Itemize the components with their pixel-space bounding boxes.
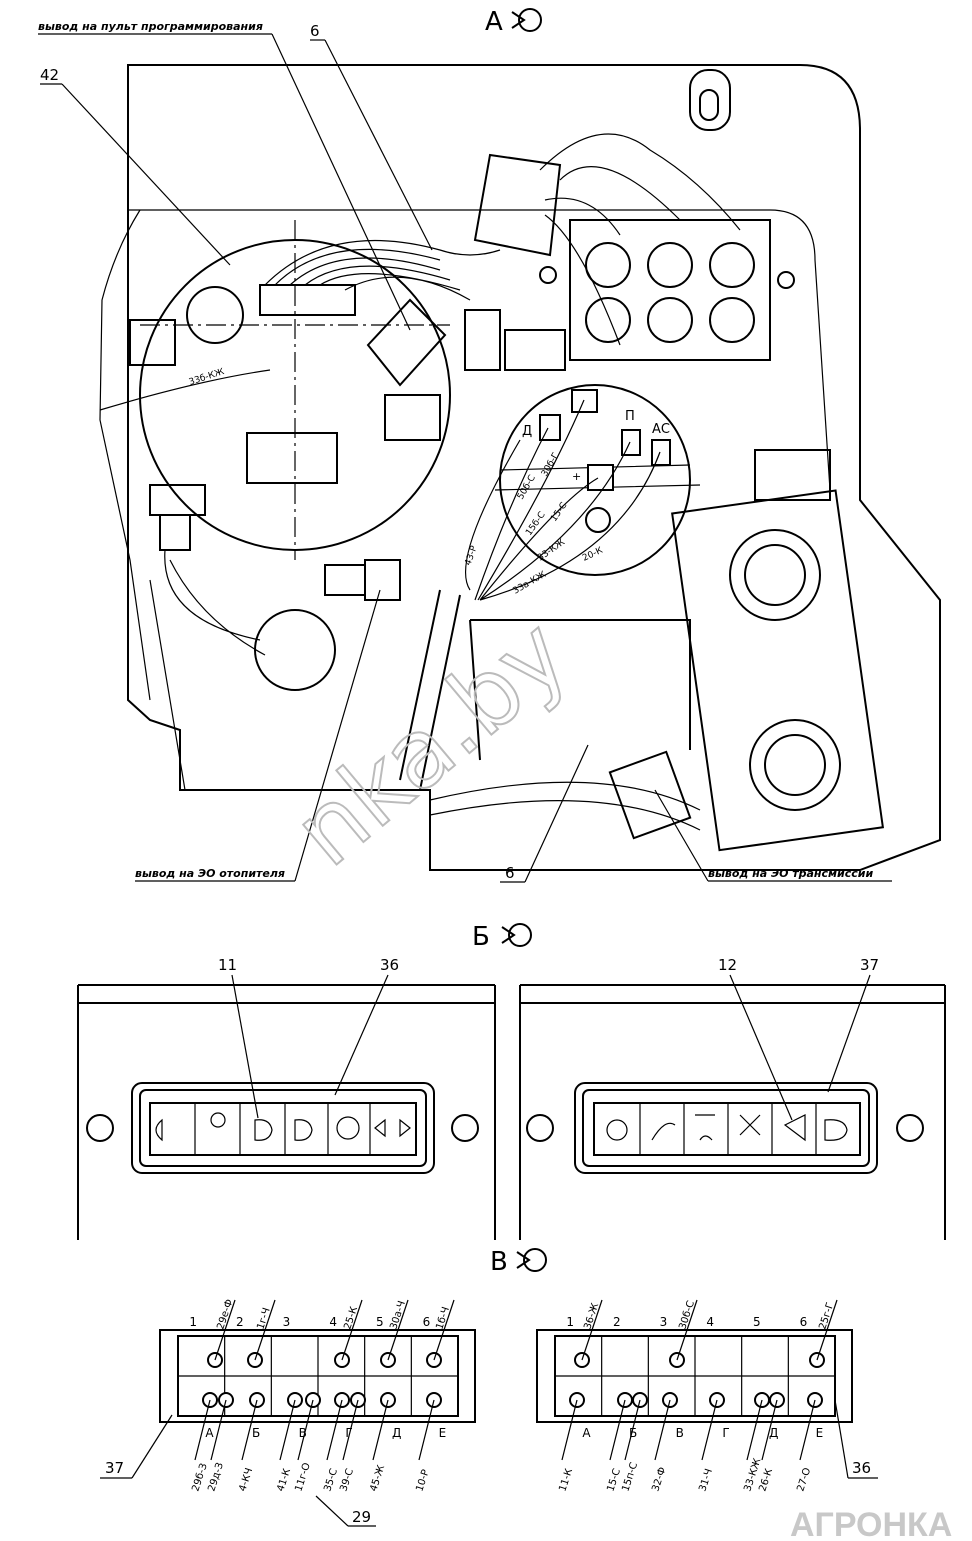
rotate-arrow-icon: [511, 8, 542, 32]
pin-number: 5: [753, 1315, 761, 1329]
wire-label: 31-Ч: [697, 1467, 715, 1492]
pin-letter: А: [582, 1426, 591, 1440]
label-programming: вывод на пульт программирования: [38, 20, 263, 33]
label-transmission: вывод на ЭО трансмиссии: [708, 867, 873, 880]
pin-letter: Г: [722, 1426, 729, 1440]
pin-number: 4: [706, 1315, 714, 1329]
pin-number: 2: [613, 1315, 621, 1329]
wire-label: 41-К: [275, 1467, 293, 1493]
pin-number: 1: [189, 1315, 197, 1329]
svg-text:АГРОНКА: АГРОНКА: [790, 1506, 952, 1541]
pin-letter: Б: [629, 1426, 637, 1440]
switch-panel-right: [519, 984, 946, 1240]
pin-number: 6: [800, 1315, 808, 1329]
label-heater: вывод на ЭО отопителя: [135, 867, 285, 880]
pin-letter: Е: [816, 1426, 824, 1440]
pin-number: 1: [566, 1315, 574, 1329]
wire-label: 33-КЖ: [536, 537, 567, 563]
pos-36: 36: [380, 956, 399, 974]
pin-letter: В: [299, 1426, 307, 1440]
pin-number: 3: [283, 1315, 291, 1329]
wire-label: 35-С: [322, 1467, 340, 1493]
view-v-letter: В: [490, 1247, 508, 1277]
rotate-arrow-icon: [501, 923, 532, 947]
wire-label: 39-С: [338, 1467, 356, 1493]
view-a-letter: А: [485, 7, 503, 37]
wire-label: 30а-Ч: [388, 1300, 408, 1331]
pin-number: 2: [236, 1315, 244, 1329]
pos-36-v: 36: [852, 1459, 871, 1477]
switch-panel-left: [77, 984, 496, 1240]
pos-6-top: 6: [310, 22, 320, 40]
pin-number: 4: [329, 1315, 337, 1329]
wire-label: 43-Р: [463, 544, 479, 567]
pos-37: 37: [860, 956, 879, 974]
pos-6-bottom: 6: [505, 864, 515, 882]
wire-label: 11-К: [557, 1467, 575, 1493]
pos-11: 11: [218, 956, 237, 974]
wire-label: 20-К: [581, 545, 605, 563]
panel-outline: [127, 64, 941, 871]
pin-letter: Г: [345, 1426, 352, 1440]
watermark: nka.by: [274, 599, 589, 888]
wire-label: 25-К: [342, 1305, 360, 1331]
wire-label: 30б-С: [677, 1299, 697, 1330]
wire-label: 32-Ф: [650, 1465, 668, 1492]
wire-label: 33а-КЖ: [512, 570, 549, 597]
sensor-label-p: П: [625, 409, 635, 424]
sensor-label-d: Д: [522, 424, 532, 439]
pin-number: 5: [376, 1315, 384, 1329]
pin-letter: Д: [392, 1426, 401, 1440]
wire-label: 15п-С: [620, 1461, 640, 1493]
sensor-label-ac: АС: [652, 422, 670, 437]
wire-label: 1г-Ч: [255, 1307, 272, 1331]
pos-37-v: 37: [105, 1459, 124, 1477]
rotate-arrow-icon: [516, 1248, 547, 1272]
wire-label: 10-Р: [414, 1468, 431, 1493]
wire-label: 15-С: [549, 501, 569, 524]
pos-42: 42: [40, 66, 59, 84]
pin-letter: Д: [769, 1426, 778, 1440]
wire-label: 1б-Ч: [434, 1306, 452, 1331]
pin-letter: А: [205, 1426, 214, 1440]
pin-letter: Б: [252, 1426, 260, 1440]
view-b-letter: Б: [472, 922, 490, 952]
wire-label: 29е-Ф: [215, 1298, 235, 1331]
pin-letter: Е: [439, 1426, 447, 1440]
wire-label: 30б-Г: [540, 451, 562, 478]
wire-label: 25г-Г: [817, 1301, 836, 1331]
logo: АГРОНКА: [790, 1506, 952, 1541]
wire-label: 26-К: [757, 1467, 775, 1493]
pin-number: 6: [423, 1315, 431, 1329]
pos-29: 29: [352, 1508, 371, 1526]
wire-label: 4-КЧ: [237, 1467, 255, 1493]
pin-letter: В: [676, 1426, 684, 1440]
pin-number: 3: [660, 1315, 668, 1329]
wire-label: 45-Ж: [368, 1464, 387, 1493]
sensor-label-plus: +: [572, 470, 581, 483]
wire-label: 36-Ж: [582, 1302, 601, 1331]
wire-label: 11г-О: [293, 1461, 313, 1493]
wire-label: 27-О: [795, 1466, 813, 1493]
pos-12: 12: [718, 956, 737, 974]
